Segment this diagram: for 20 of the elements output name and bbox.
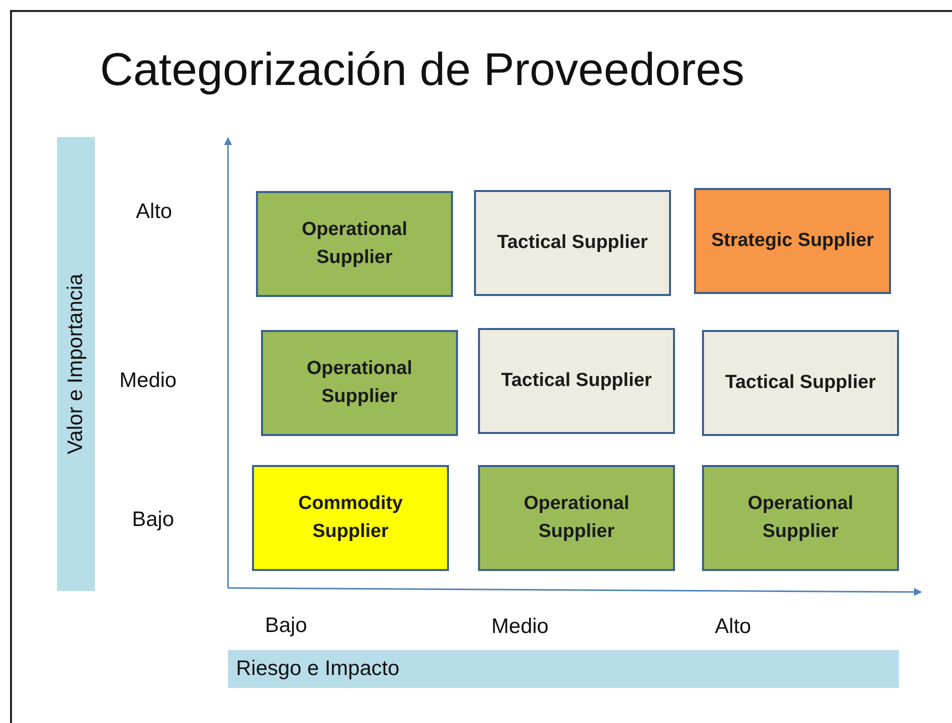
axis-tick-label: Alto <box>136 200 172 224</box>
category-box: Tactical Supplier <box>474 190 671 296</box>
slide-title: Categorización de Proveedores <box>100 42 744 96</box>
category-box: Operational Supplier <box>261 330 458 436</box>
category-box: Tactical Supplier <box>702 330 899 436</box>
axis-title: Riesgo e Impacto <box>235 657 400 681</box>
category-box: Operational Supplier <box>702 465 899 571</box>
category-box: Operational Supplier <box>256 191 453 297</box>
axis-tick-label: Medio <box>119 369 177 393</box>
category-box: Commodity Supplier <box>252 465 449 571</box>
axis-tick-label: Bajo <box>264 614 308 638</box>
axis-tick-label: Medio <box>491 615 549 639</box>
category-box: Strategic Supplier <box>694 188 891 294</box>
axis-tick-label: Alto <box>714 615 752 639</box>
category-box: Operational Supplier <box>478 465 675 571</box>
axis-band <box>57 137 95 591</box>
axis-tick-label: Bajo <box>132 508 174 532</box>
axis-band <box>228 650 899 688</box>
category-box: Tactical Supplier <box>478 328 675 434</box>
axis-title: Valor e Importancia <box>64 274 88 454</box>
